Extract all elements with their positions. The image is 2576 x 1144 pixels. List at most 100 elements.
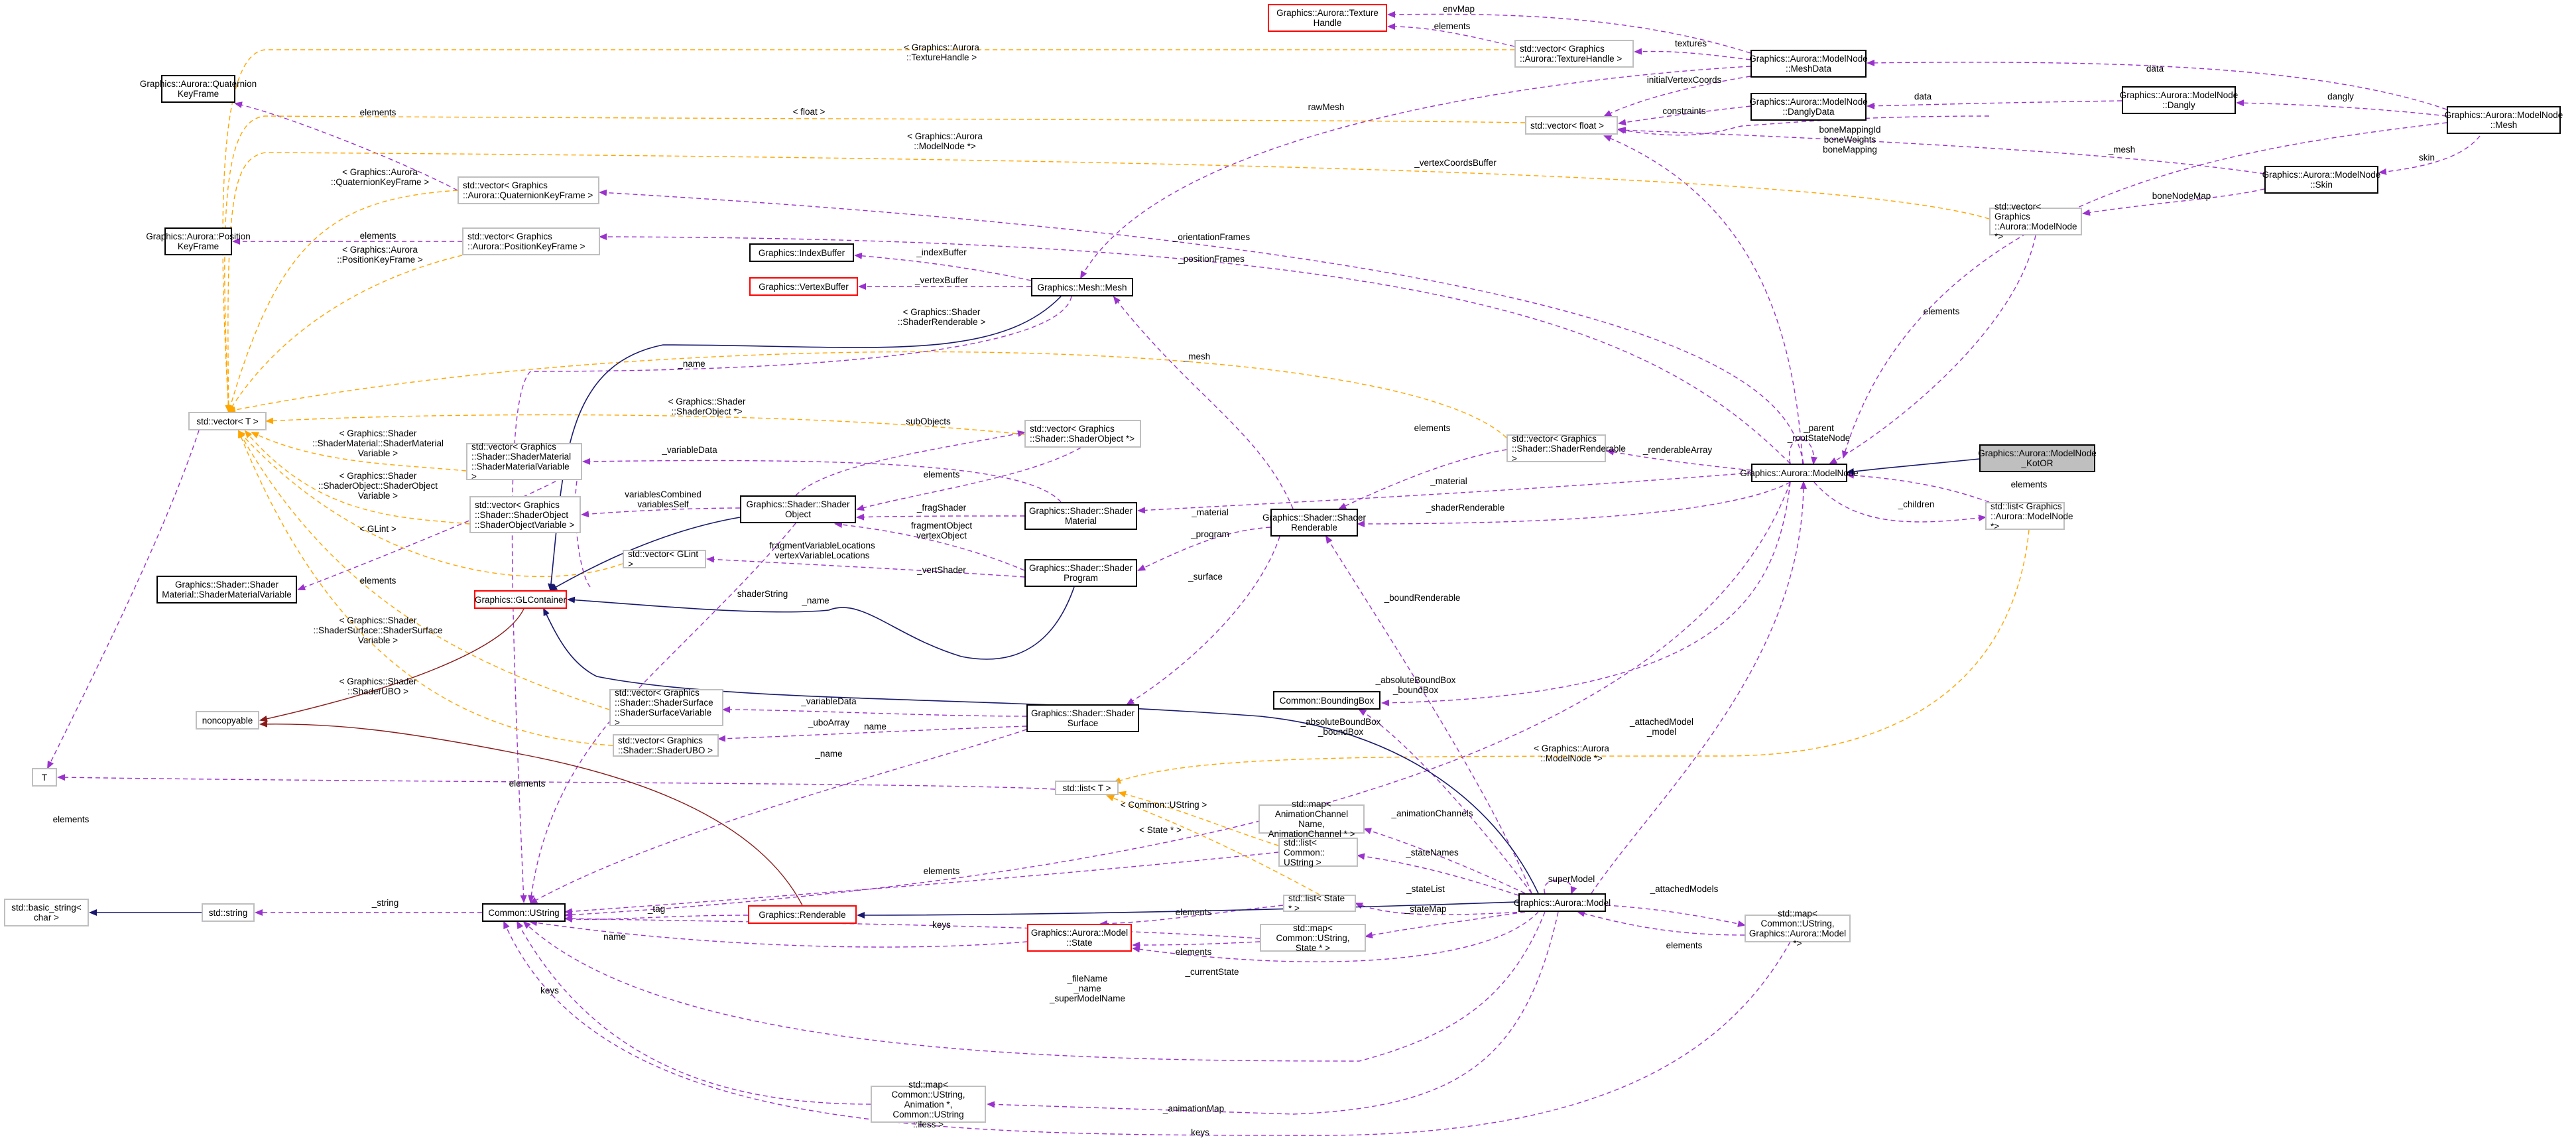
- usage-edge: [1829, 235, 2036, 464]
- usage-edge: [717, 726, 1027, 742]
- class-node-basic-string[interactable]: std::basic_string< char >: [4, 899, 89, 926]
- class-node-quatkf[interactable]: Graphics::Aurora::Quaternion KeyFrame: [140, 75, 257, 103]
- class-node-vec-matvar[interactable]: std::vector< Graphics ::Shader::ShaderMa…: [466, 442, 582, 481]
- class-node-ustring[interactable]: Common::UString: [482, 903, 566, 922]
- class-node-mnmesh[interactable]: Graphics::Aurora::ModelNode ::Mesh: [2445, 106, 2563, 134]
- usage-edge: [564, 481, 1791, 919]
- class-node-glcontainer[interactable]: Graphics::GLContainer: [474, 590, 567, 609]
- class-node-meshmesh[interactable]: Graphics::Mesh::Mesh: [1031, 278, 1133, 296]
- class-node-vec-surfvar[interactable]: std::vector< Graphics ::Shader::ShaderSu…: [609, 688, 723, 728]
- usage-edge: [706, 556, 1025, 578]
- class-node-danglydata[interactable]: Graphics::Aurora::ModelNode ::DanglyData: [1749, 93, 1868, 121]
- usage-edge: [1605, 905, 1746, 927]
- usage-edge: [599, 233, 1791, 464]
- template-edge: [227, 255, 463, 413]
- class-node-list-stateptr[interactable]: std::list< State * >: [1283, 893, 1356, 913]
- class-node-poskf[interactable]: Graphics::Aurora::Position KeyFrame: [146, 227, 251, 255]
- class-node-skin[interactable]: Graphics::Aurora::ModelNode ::Skin: [2262, 166, 2380, 194]
- usage-edge: [57, 774, 1056, 790]
- usage-edge: [1842, 122, 2447, 459]
- class-node-vec-shaderobjptr[interactable]: std::vector< Graphics ::Shader::ShaderOb…: [1024, 420, 1141, 448]
- class-node-map-ustring-model[interactable]: std::map< Common::UString, Graphics::Aur…: [1745, 909, 1851, 948]
- class-node-dangly[interactable]: Graphics::Aurora::ModelNode ::Dangly: [2120, 86, 2238, 114]
- class-node-shaderobject[interactable]: Graphics::Shader::Shader Object: [740, 495, 856, 523]
- class-node-meshdata[interactable]: Graphics::Aurora::ModelNode ::MeshData: [1749, 50, 1868, 78]
- class-node-model[interactable]: Graphics::Aurora::Model: [1514, 893, 1611, 912]
- usage-edge: [1126, 536, 1280, 706]
- class-node-matvar[interactable]: Graphics::Shader::Shader Material::Shade…: [156, 576, 297, 604]
- inheritance-edge: [1846, 458, 1980, 475]
- class-node-indexbuffer[interactable]: Graphics::IndexBuffer: [749, 243, 854, 262]
- template-edge: [265, 414, 1025, 435]
- class-node-t[interactable]: T: [32, 768, 57, 787]
- class-node-vec-objvar[interactable]: std::vector< Graphics ::Shader::ShaderOb…: [469, 496, 581, 533]
- usage-edge: [1113, 296, 1294, 509]
- class-node-noncopyable[interactable]: noncopyable: [196, 711, 259, 730]
- usage-edge: [528, 523, 796, 903]
- usage-edge: [564, 852, 1279, 915]
- class-node-vec-float[interactable]: std::vector< float >: [1525, 116, 1618, 135]
- template-edge: [1106, 794, 1320, 895]
- edges-layer: [47, 11, 2481, 1136]
- class-node-list-t[interactable]: std::list< T >: [1055, 781, 1119, 795]
- template-edge: [1113, 529, 2030, 784]
- class-node-texturehandle[interactable]: Graphics::Aurora::Texture Handle: [1268, 4, 1387, 32]
- usage-edge: [987, 911, 1559, 1115]
- class-node-renderable[interactable]: Graphics::Renderable: [748, 905, 857, 924]
- class-node-vec-poskf[interactable]: std::vector< Graphics ::Aurora::Position…: [462, 227, 600, 255]
- class-node-vector-t[interactable]: std::vector< T >: [188, 412, 267, 430]
- usage-edge: [1846, 472, 1990, 503]
- usage-edge: [1137, 472, 1752, 514]
- usage-edge: [1358, 708, 1532, 894]
- usage-edge: [503, 921, 1791, 1136]
- class-node-shaderprogram[interactable]: Graphics::Shader::Shader Program: [1024, 559, 1137, 587]
- class-node-vec-texturehandle[interactable]: std::vector< Graphics ::Aurora::TextureH…: [1514, 40, 1634, 68]
- usage-edge: [517, 921, 871, 1105]
- usage-edge: [1867, 100, 2122, 109]
- class-node-boundingbox[interactable]: Common::BoundingBox: [1273, 691, 1380, 710]
- class-node-shadermaterial[interactable]: Graphics::Shader::Shader Material: [1024, 502, 1137, 530]
- usage-edge: [1603, 135, 1804, 481]
- private-inheritance-edge: [259, 608, 524, 722]
- usage-edge: [2236, 99, 2447, 117]
- class-node-list-ustring[interactable]: std::list< Common:: UString >: [1278, 838, 1358, 867]
- usage-edge: [1355, 903, 1526, 915]
- usage-edge: [529, 729, 1027, 904]
- template-edge: [244, 430, 470, 525]
- template-edge: [251, 432, 467, 472]
- usage-edge: [1789, 438, 1817, 465]
- private-inheritance-edge: [259, 720, 803, 906]
- usage-edge: [1634, 48, 1751, 60]
- class-node-stdstring[interactable]: std::string: [202, 903, 255, 922]
- template-edge: [227, 351, 1507, 438]
- class-node-shaderrenderable[interactable]: Graphics::Shader::Shader Renderable: [1262, 509, 1366, 537]
- class-node-shadersurface[interactable]: Graphics::Shader::Shader Surface: [1026, 704, 1139, 732]
- template-edge: [224, 115, 1526, 413]
- template-edge: [227, 190, 458, 413]
- usage-edge: [1813, 481, 1987, 523]
- class-node-modelnode[interactable]: Graphics::Aurora::ModelNode: [1740, 464, 1859, 482]
- class-node-vertexbuffer[interactable]: Graphics::VertexBuffer: [749, 277, 858, 296]
- usage-edge: [1618, 105, 1751, 126]
- class-node-list-modelnodeptr[interactable]: std::list< Graphics ::Aurora::ModelNode …: [1985, 501, 2073, 531]
- class-node-map-ustring-state[interactable]: std::map< Common::UString, State * >: [1260, 923, 1366, 953]
- usage-edge: [1338, 449, 1507, 509]
- inheritance-edge: [857, 901, 1519, 919]
- usage-edge: [1357, 853, 1519, 896]
- class-node-vec-shaderrenderable[interactable]: std::vector< Graphics ::Shader::ShaderRe…: [1506, 434, 1626, 464]
- usage-edge: [795, 430, 1026, 496]
- usage-edge: [1618, 127, 2265, 174]
- usage-edge: [1381, 481, 1791, 706]
- class-node-map-animchannel[interactable]: std::map< AnimationChannel Name, Animati…: [1258, 799, 1365, 839]
- class-node-vec-quatkf[interactable]: std::vector< Graphics ::Aurora::Quaterni…: [458, 176, 599, 204]
- class-node-vec-modelnodeptr[interactable]: std::vector< Graphics ::Aurora::ModelNod…: [1989, 202, 2082, 241]
- class-node-vec-ubo[interactable]: std::vector< Graphics ::Shader::ShaderUB…: [613, 734, 719, 757]
- class-node-map-animation[interactable]: std::map< Common::UString, Animation *, …: [871, 1080, 986, 1129]
- class-node-vec-glint[interactable]: std::vector< GLint >: [623, 549, 706, 569]
- class-node-state[interactable]: Graphics::Aurora::Model ::State: [1027, 924, 1132, 952]
- template-edge: [1118, 791, 1279, 846]
- class-node-modelnode-kotor[interactable]: Graphics::Aurora::ModelNode _KotOR: [1978, 444, 2097, 472]
- usage-edge: [856, 447, 1081, 511]
- usage-edge: [581, 507, 741, 518]
- usage-edge: [1080, 66, 1751, 279]
